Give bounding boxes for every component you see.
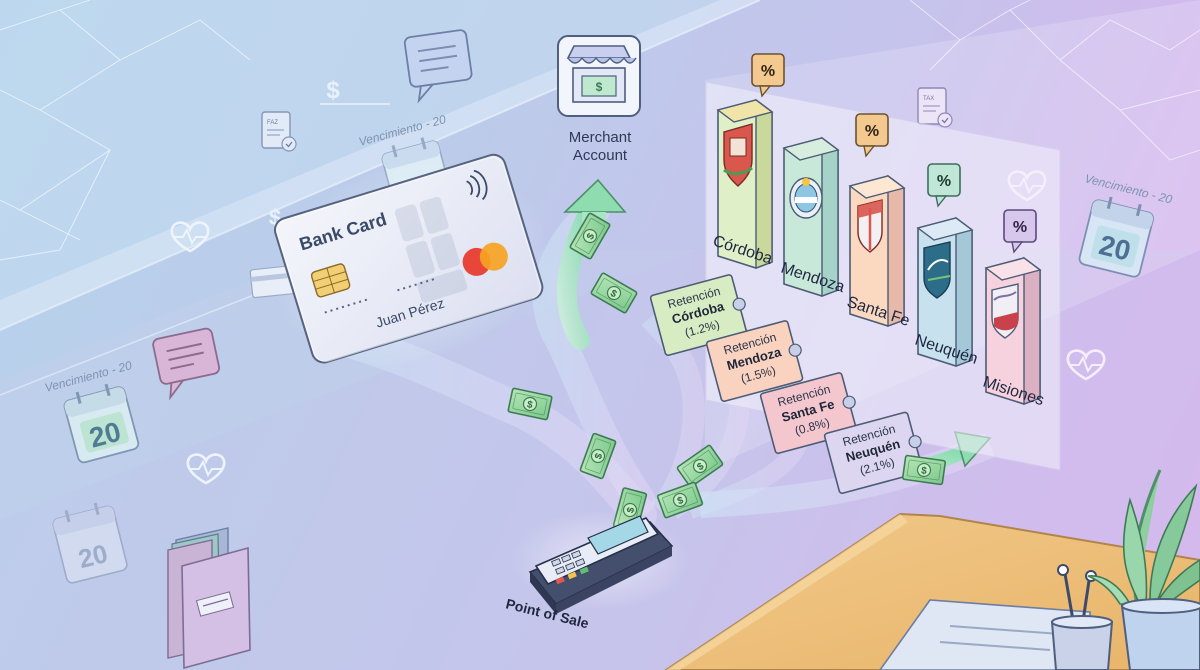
svg-text:20: 20	[1096, 229, 1134, 267]
chip-icon	[310, 263, 351, 298]
heart-pulse-icon	[1066, 349, 1106, 381]
neuquen-shield-icon	[923, 241, 951, 299]
province-cordoba: Córdoba %	[711, 53, 785, 270]
misiones-shield-icon	[991, 283, 1019, 339]
card-watermark-icon	[394, 196, 468, 303]
bank-card: Bank Card Juan Pérez	[273, 153, 548, 368]
mastercard-logo-icon	[462, 242, 508, 276]
speech-bubble-icon	[403, 29, 473, 104]
santa-fe-shield-icon	[857, 199, 883, 253]
contactless-icon	[466, 169, 488, 201]
merchant-label: Merchant	[569, 129, 632, 146]
folder-icon	[167, 527, 251, 670]
document-check-icon: FAZ	[261, 111, 297, 152]
pos-terminal: Point of Sale	[504, 510, 690, 631]
plant-icon	[1087, 469, 1200, 670]
heart-pulse-icon	[170, 221, 210, 253]
svg-text:20: 20	[75, 538, 110, 574]
svg-text:%: %	[937, 173, 951, 190]
svg-text:%: %	[761, 63, 775, 80]
calendar-icon: 20	[52, 502, 128, 584]
merchant-label: Account	[573, 147, 628, 164]
money-bill-icon	[901, 454, 947, 486]
svg-text:%: %	[1013, 219, 1027, 236]
percent-badge-icon: %	[855, 113, 889, 158]
svg-text:FAZ: FAZ	[267, 120, 278, 126]
svg-text:$: $	[326, 77, 340, 104]
retention-ticket: Retención Mendoza (1.5%)	[705, 320, 804, 403]
province-neuquen: Neuquén %	[913, 163, 980, 368]
retention-ticket: Retención Córdoba (1.2%)	[649, 274, 748, 357]
pen-holder-icon	[1050, 564, 1114, 670]
document-check-icon: TAX	[917, 87, 953, 128]
svg-text:TAX: TAX	[923, 96, 934, 102]
mendoza-emblem-icon	[789, 177, 823, 219]
dollar-sign-icon: $	[320, 77, 390, 105]
percent-badge-icon: %	[751, 53, 785, 98]
percent-badge-icon: %	[927, 163, 961, 208]
province-mendoza: Mendoza	[779, 136, 847, 298]
svg-text:%: %	[865, 123, 879, 140]
percent-badge-icon: %	[1003, 209, 1037, 254]
network-lines	[0, 0, 1200, 261]
storefront-icon: $	[566, 45, 637, 103]
heart-pulse-icon	[186, 453, 226, 485]
cordoba-shield-icon	[723, 123, 753, 187]
province-santa-fe: Santa Fe %	[845, 113, 912, 330]
merchant-account: $ Merchant Account	[557, 35, 641, 164]
svg-text:$: $	[596, 80, 603, 94]
retention-ticket: Retención Neuquén (2.1%)	[823, 411, 924, 495]
speech-bubble-icon	[152, 327, 221, 401]
